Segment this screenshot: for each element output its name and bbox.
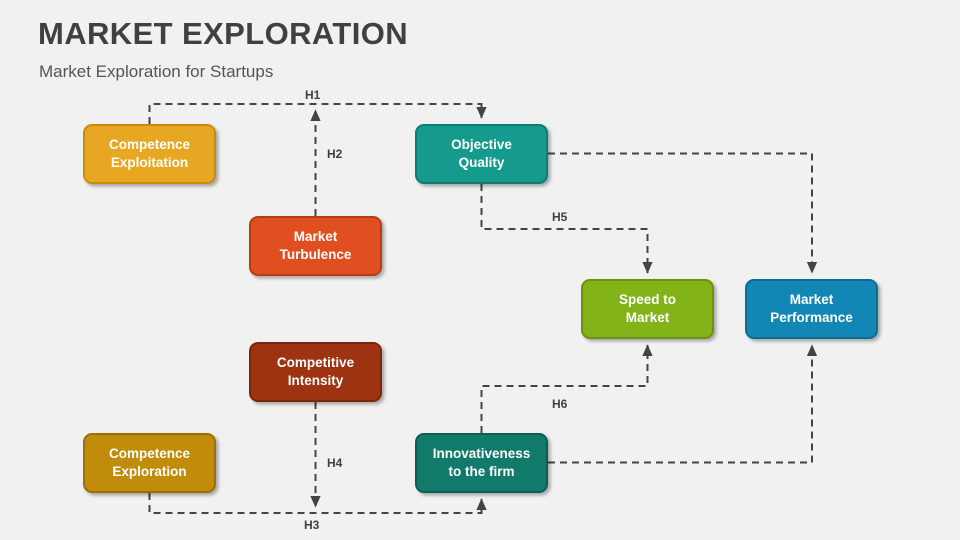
- hypothesis-label-h1: H1: [305, 88, 321, 102]
- page-title: MARKET EXPLORATION: [38, 16, 409, 51]
- hypothesis-label-h4: H4: [327, 456, 343, 470]
- node-label: Innovativeness to the firm: [432, 445, 531, 479]
- node-market-performance[interactable]: Market Performance: [745, 279, 878, 339]
- connector-h5-objective-quality-to-speed: [480, 184, 653, 274]
- node-label: Market Performance: [770, 291, 853, 325]
- hypothesis-label-h5: H5: [552, 210, 568, 224]
- node-competence-exploitation[interactable]: Competence Exploitation: [83, 124, 216, 184]
- connector-h1-exploitation-to-objective-quality: [148, 103, 487, 124]
- node-competence-exploration[interactable]: Competence Exploration: [83, 433, 216, 493]
- connector-objective-quality-to-market-performance: [548, 152, 818, 274]
- node-label: Competitive Intensity: [276, 354, 355, 388]
- hypothesis-label-h3: H3: [304, 518, 320, 532]
- hypothesis-label-h6: H6: [552, 397, 568, 411]
- node-market-turbulence[interactable]: Market Turbulence: [249, 216, 382, 276]
- connector-h3-exploration-to-innovativeness: [148, 493, 487, 514]
- node-label: Objective Quality: [451, 136, 512, 170]
- node-label: Competence Exploration: [108, 445, 191, 479]
- page-subtitle: Market Exploration for Startups: [39, 62, 274, 81]
- node-speed-to-market[interactable]: Speed to Market: [581, 279, 714, 339]
- connector-h6-innovativeness-to-speed: [480, 344, 653, 433]
- node-label: Competence Exploitation: [108, 136, 191, 170]
- hypothesis-label-h2: H2: [327, 147, 343, 161]
- node-innovativeness-to-the-firm[interactable]: Innovativeness to the firm: [415, 433, 548, 493]
- node-label: Speed to Market: [618, 291, 676, 325]
- node-competitive-intensity[interactable]: Competitive Intensity: [249, 342, 382, 402]
- node-label: Market Turbulence: [279, 228, 352, 262]
- node-objective-quality[interactable]: Objective Quality: [415, 124, 548, 184]
- connector-innovativeness-to-market-performance: [548, 344, 818, 464]
